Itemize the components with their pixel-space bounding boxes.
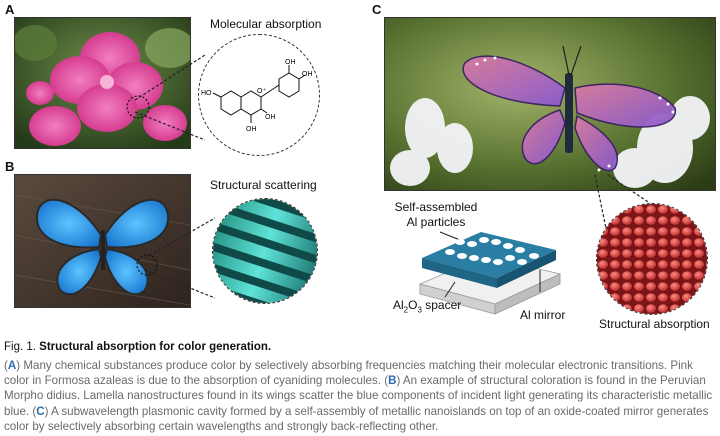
molecule-circle: OH OH HO OH OH O⁺ (198, 34, 320, 156)
spacer-label: Al2O3 spacer (393, 298, 461, 314)
mirror-label: Al mirror (520, 308, 566, 322)
butterfly-photo (384, 17, 716, 191)
panel-a-letter: A (5, 2, 15, 17)
molecular-absorption-label: Molecular absorption (210, 17, 322, 31)
oplus-label: O⁺ (257, 88, 266, 95)
spacer-sub-3: 3 (417, 305, 422, 315)
spacer-o: O (408, 298, 418, 312)
caption-text-a: Many chemical substances produce color b… (4, 359, 693, 388)
spacer-word: spacer (421, 298, 462, 312)
plasmonic-cavity-diagram (418, 231, 562, 315)
figure-caption-body: (A) Many chemical substances produce col… (4, 359, 713, 433)
particles-label: Self-assembled Al particles (388, 200, 484, 230)
ref-a: A (7, 359, 17, 372)
fig-title: Structural absorption for color generati… (39, 341, 272, 353)
particles-label-line2: Al particles (406, 215, 466, 229)
oh-label-1: OH (285, 59, 296, 66)
ref-c: C (36, 404, 45, 418)
morpho-photo (14, 174, 191, 308)
panel-b-letter: B (5, 159, 15, 174)
caption-text-b: ) An example of structural coloration is… (4, 374, 713, 418)
oh-label-2: OH (302, 71, 313, 78)
structural-scattering-label: Structural scattering (210, 178, 317, 192)
azalea-photo (14, 17, 191, 149)
ho-label: HO (201, 90, 212, 97)
lamella-circle (212, 198, 318, 304)
fig-number: Fig. 1. (4, 341, 36, 353)
particles-label-line1: Self-assembled (394, 200, 478, 214)
oh-label-4: OH (265, 114, 276, 121)
ref-b: B (388, 374, 397, 388)
spacer-sub-2: 2 (403, 305, 409, 315)
oh-label-3: OH (246, 126, 257, 133)
figure-caption-title: Fig. 1. Structural absorption for color … (4, 341, 271, 353)
spacer-al: Al (393, 298, 404, 312)
particles-zoom-circle (596, 203, 708, 315)
panel-c-letter: C (372, 2, 382, 17)
structural-absorption-label: Structural absorption (599, 317, 710, 331)
panel-a-zoom-lines (134, 54, 206, 141)
caption-text-c: ) A subwavelength plasmonic cavity forme… (4, 404, 709, 433)
panel-b-zoom-lines (144, 217, 216, 299)
